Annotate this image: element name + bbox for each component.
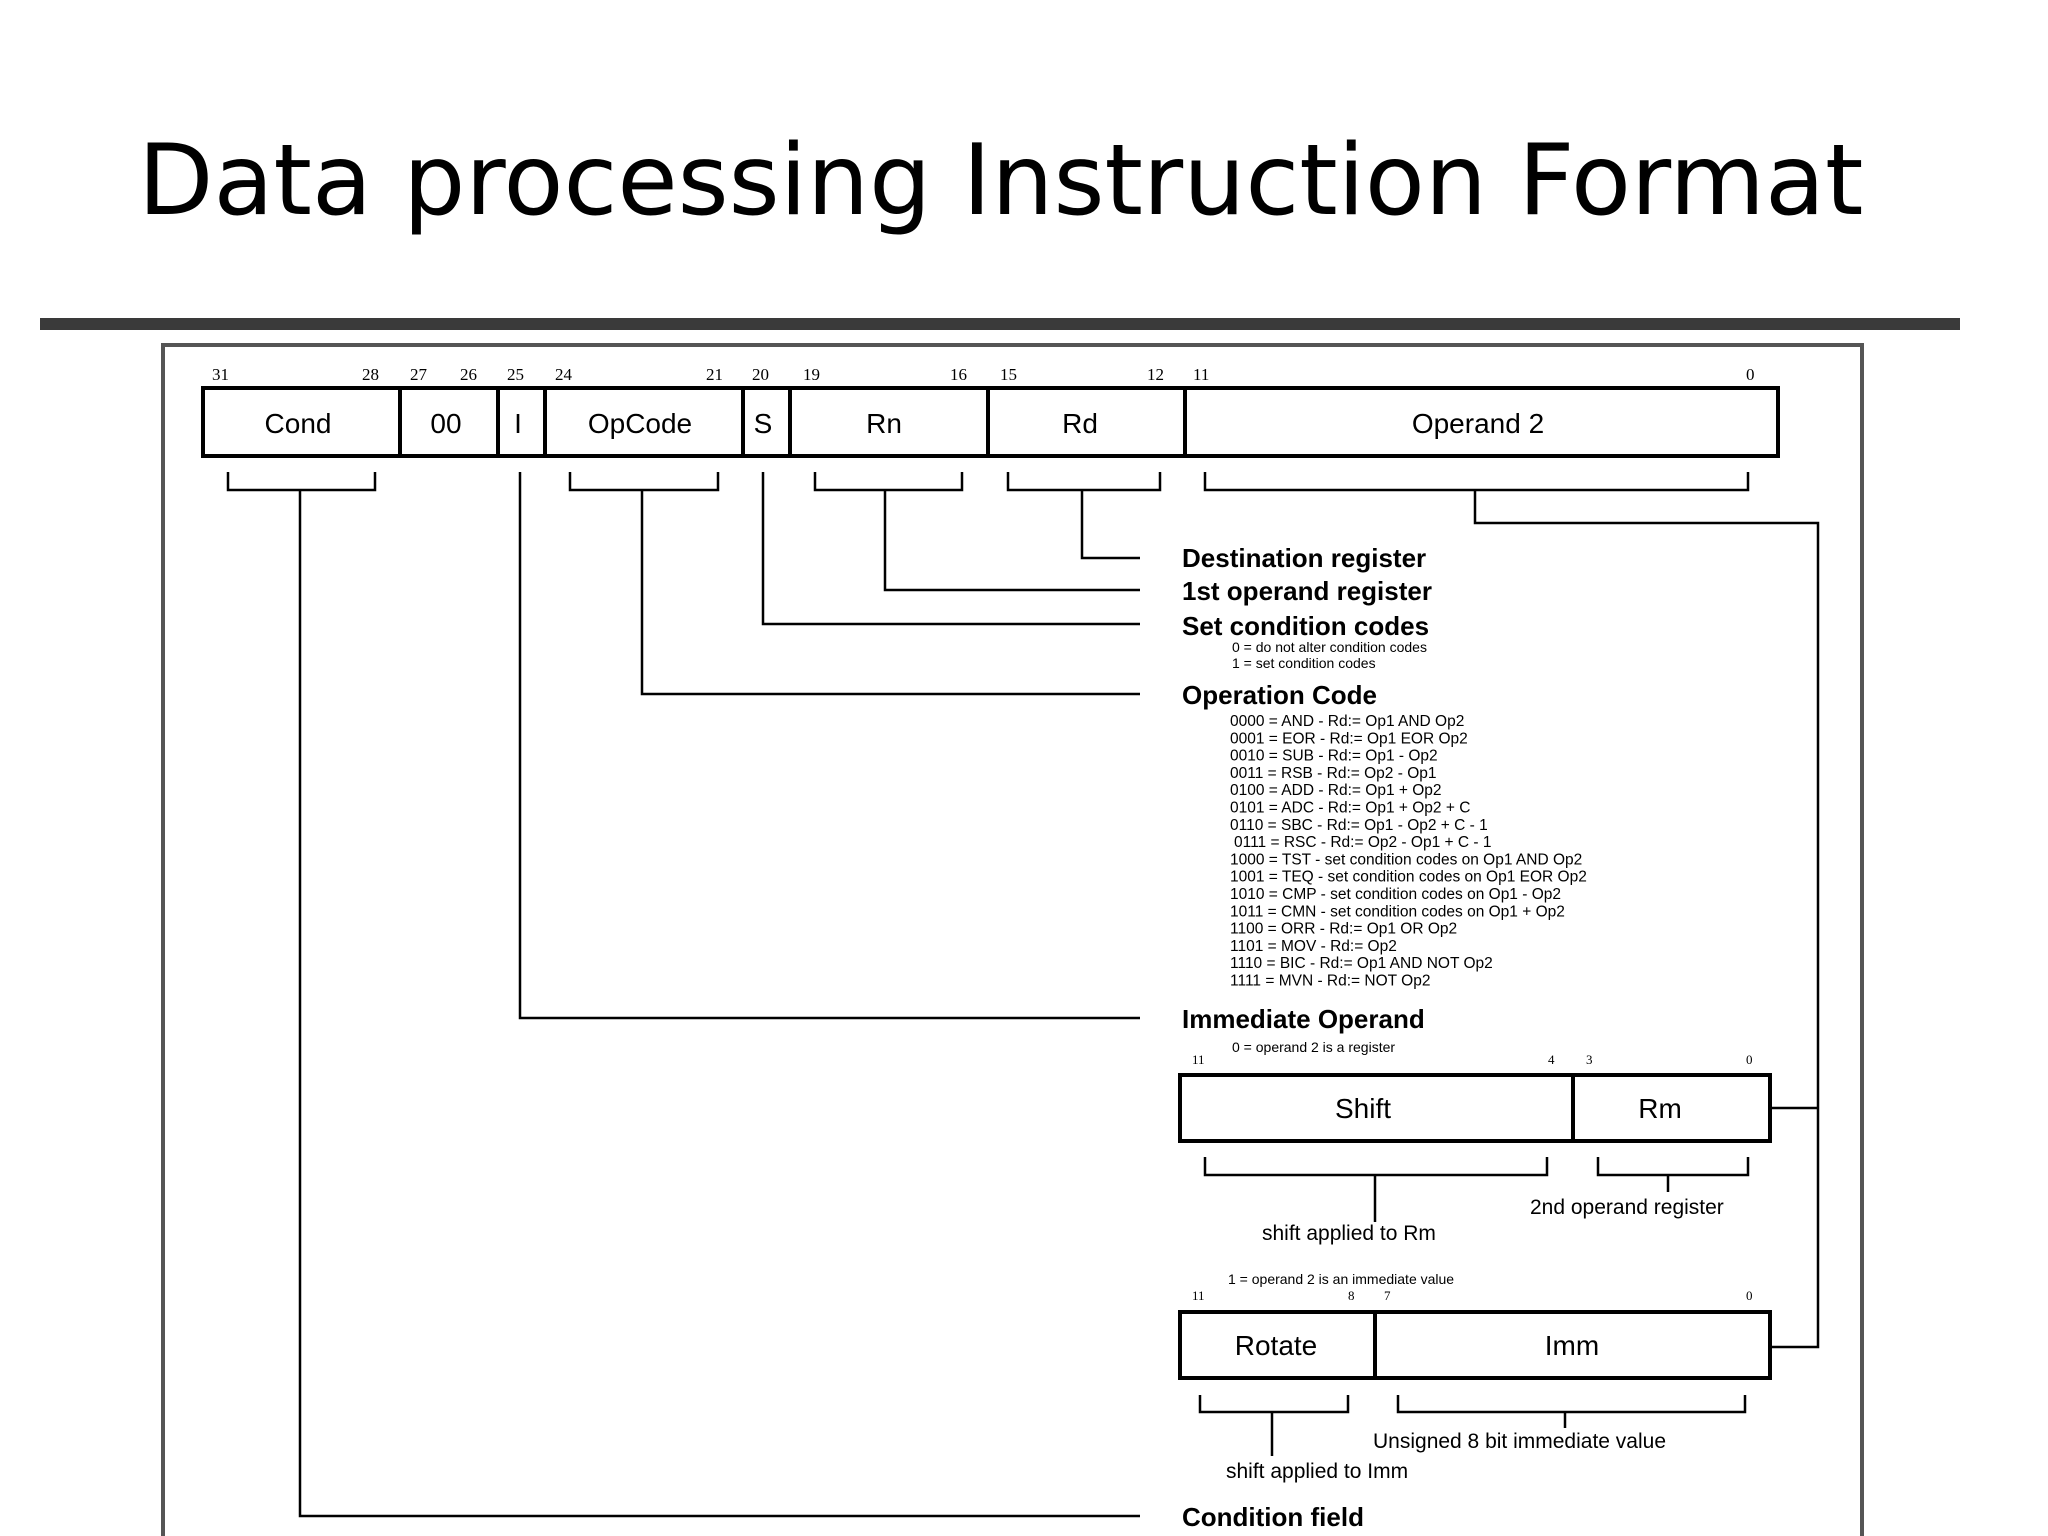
- opcode-item: 1100 = ORR - Rd:= Op1 OR Op2: [1230, 921, 1457, 938]
- opcode-item: 0100 = ADD - Rd:= Op1 + Op2: [1230, 782, 1442, 799]
- register-form-box: [1178, 1073, 1772, 1143]
- label-set-condition-codes: Set condition codes: [1182, 611, 1429, 641]
- bit-number: 19: [803, 365, 820, 384]
- label-condition-field: Condition field: [1182, 1502, 1364, 1532]
- opcode-item: 0011 = RSB - Rd:= Op2 - Op1: [1230, 765, 1437, 782]
- slide-title: Data processing Instruction Format: [138, 124, 1864, 238]
- bit-number: 7: [1384, 1288, 1391, 1303]
- bit-number: 0: [1746, 1288, 1753, 1303]
- opcode-item: 1001 = TEQ - set condition codes on Op1 …: [1230, 869, 1587, 886]
- bit-number: 3: [1586, 1052, 1593, 1067]
- register-form-note: 0 = operand 2 is a register: [1232, 1039, 1395, 1055]
- bit-number: 4: [1548, 1052, 1555, 1067]
- label-immediate-operand: Immediate Operand: [1182, 1004, 1425, 1034]
- field-imm: Imm: [1545, 1330, 1599, 1361]
- rd-connector: [1080, 490, 1140, 560]
- bit-number: 20: [752, 365, 769, 384]
- bit-number: 0: [1746, 365, 1755, 384]
- cond-connector: [298, 490, 1140, 1518]
- set-condition-0: 0 = do not alter condition codes: [1232, 639, 1427, 655]
- bit-number: 31: [212, 365, 229, 384]
- rn-connector: [883, 490, 1140, 592]
- opcode-item: 1011 = CMN - set condition codes on Op1 …: [1230, 903, 1565, 920]
- bit-number: 15: [1000, 365, 1017, 384]
- field-rotate: Rotate: [1235, 1330, 1318, 1361]
- cond-bracket: [226, 472, 377, 492]
- bit-number: 12: [1147, 365, 1164, 384]
- opcode-connector: [640, 490, 1140, 696]
- field-rn: Rn: [866, 408, 902, 439]
- opcode-item: 0000 = AND - Rd:= Op1 AND Op2: [1230, 713, 1464, 730]
- field-i: I: [514, 408, 522, 439]
- bit-number: 0: [1746, 1052, 1753, 1067]
- bit-number: 8: [1348, 1288, 1355, 1303]
- operand2-bracket: [1203, 472, 1750, 492]
- opcode-item: 1110 = BIC - Rd:= Op1 AND NOT Op2: [1230, 955, 1493, 972]
- opcode-item: 0111 = RSC - Rd:= Op2 - Op1 + C - 1: [1234, 834, 1491, 851]
- field-shift: Shift: [1335, 1093, 1391, 1124]
- bit-number: 16: [950, 365, 967, 384]
- field-operand2: Operand 2: [1412, 408, 1544, 439]
- bit-number: 26: [460, 365, 477, 384]
- field-rd: Rd: [1062, 408, 1098, 439]
- bit-number: 25: [507, 365, 524, 384]
- s-connector: [761, 472, 1140, 626]
- label-first-operand-register: 1st operand register: [1182, 576, 1432, 606]
- field-00: 00: [430, 408, 461, 439]
- bit-number: 24: [555, 365, 573, 384]
- field-opcode: OpCode: [588, 408, 692, 439]
- opcode-bracket: [568, 472, 720, 492]
- register-operand-form: 0 = operand 2 is a register 11 4 3 0 Shi…: [1178, 1039, 1772, 1245]
- label-operation-code: Operation Code: [1182, 680, 1377, 710]
- immediate-form-box: [1178, 1310, 1772, 1380]
- rm-caption: 2nd operand register: [1530, 1196, 1724, 1219]
- rotate-caption: shift applied to Imm: [1226, 1460, 1408, 1483]
- rn-bracket: [813, 472, 964, 492]
- opcode-item: 0001 = EOR - Rd:= Op1 EOR Op2: [1230, 730, 1468, 747]
- rd-bracket: [1006, 472, 1162, 492]
- field-descriptions: Destination register 1st operand registe…: [1182, 543, 1587, 1034]
- opcode-item: 1111 = MVN - Rd:= NOT Op2: [1230, 973, 1430, 990]
- opcode-item: 1101 = MOV - Rd:= Op2: [1230, 938, 1397, 955]
- bit-number: 21: [706, 365, 723, 384]
- set-condition-1: 1 = set condition codes: [1232, 655, 1376, 671]
- instruction-word: 31 28 27 26 25 24 21 20 19 16 15 12 11 0…: [201, 365, 1780, 458]
- instruction-word-box: [201, 386, 1780, 458]
- bit-number: 11: [1193, 365, 1209, 384]
- opcode-item: 1010 = CMP - set condition codes on Op1 …: [1230, 886, 1561, 903]
- opcode-item: 0101 = ADC - Rd:= Op1 + Op2 + C: [1230, 800, 1470, 817]
- bit-number: 27: [410, 365, 428, 384]
- figure-frame: [161, 343, 1864, 1536]
- opcode-item: 1000 = TST - set condition codes on Op1 …: [1230, 851, 1582, 868]
- immediate-form-note: 1 = operand 2 is an immediate value: [1228, 1271, 1454, 1287]
- field-cond: Cond: [265, 408, 332, 439]
- bit-number: 28: [362, 365, 379, 384]
- opcode-item: 0010 = SUB - Rd:= Op1 - Op2: [1230, 748, 1438, 765]
- operand2-connector: [1473, 490, 1820, 1349]
- label-destination-register: Destination register: [1182, 543, 1426, 573]
- connectors: [226, 472, 1820, 1518]
- bit-number: 11: [1192, 1288, 1205, 1303]
- imm-bracket: [1396, 1395, 1747, 1414]
- imm-caption: Unsigned 8 bit immediate value: [1373, 1430, 1666, 1453]
- rm-bracket: [1596, 1157, 1750, 1177]
- i-connector: [518, 472, 1140, 1020]
- shift-bracket: [1203, 1157, 1549, 1177]
- field-rm: Rm: [1638, 1093, 1682, 1124]
- opcode-item: 0110 = SBC - Rd:= Op1 - Op2 + C - 1: [1230, 817, 1488, 834]
- rotate-bracket: [1198, 1395, 1350, 1414]
- field-s: S: [754, 408, 773, 439]
- shift-caption: shift applied to Rm: [1262, 1222, 1436, 1245]
- bit-number: 11: [1192, 1052, 1205, 1067]
- immediate-operand-form: 1 = operand 2 is an immediate value 11 8…: [1178, 1271, 1772, 1483]
- title-divider: [40, 318, 1960, 330]
